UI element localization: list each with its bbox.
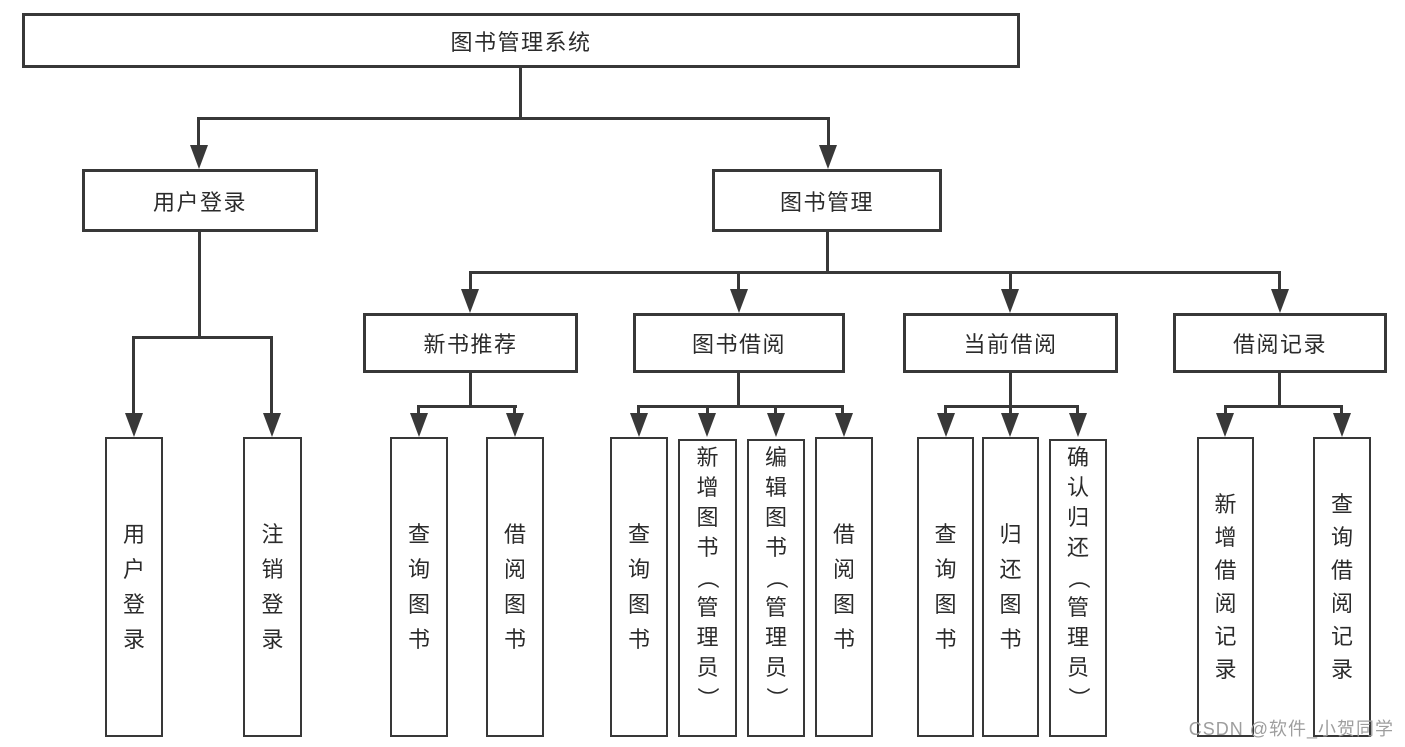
leaf-add-books-admin: 新增图书（管理员） [678, 439, 737, 737]
node-user-login: 用户登录 [82, 169, 318, 232]
connector-line [737, 373, 740, 407]
leaf-user-login: 用户登录 [105, 437, 163, 737]
connector-line [1009, 271, 1012, 291]
arrow-down-icon [767, 413, 785, 437]
connector-line [1009, 405, 1012, 415]
connector-line [774, 405, 777, 415]
connector-line [944, 405, 947, 415]
arrow-down-icon [410, 413, 428, 437]
connector-line [826, 232, 829, 274]
connector-line [198, 232, 201, 339]
arrow-down-icon [125, 413, 143, 437]
node-library-management-system: 图书管理系统 [22, 13, 1020, 68]
node-book-borrowing: 图书借阅 [633, 313, 845, 373]
leaf-recommend-query-books: 查询图书 [390, 437, 448, 737]
connector-line [197, 117, 830, 120]
arrow-down-icon [835, 413, 853, 437]
arrow-down-icon [190, 145, 208, 169]
arrow-down-icon [819, 145, 837, 169]
arrow-down-icon [698, 413, 716, 437]
connector-line [513, 405, 516, 415]
arrow-down-icon [506, 413, 524, 437]
csdn-watermark: CSDN @软件_小贺同学 [1188, 719, 1394, 739]
connector-line [132, 336, 273, 339]
connector-line [1076, 405, 1079, 415]
connector-line [270, 336, 273, 415]
arrow-down-icon [937, 413, 955, 437]
leaf-query-borrow-record: 查询借阅记录 [1313, 437, 1371, 737]
leaf-logout: 注销登录 [243, 437, 302, 737]
leaf-recommend-borrow-books: 借阅图书 [486, 437, 544, 737]
connector-line [1224, 405, 1227, 415]
connector-line [519, 68, 522, 120]
arrow-down-icon [263, 413, 281, 437]
arrow-down-icon [630, 413, 648, 437]
connector-line [637, 405, 844, 408]
connector-line [1278, 271, 1281, 291]
leaf-borrowing-query-books: 查询图书 [610, 437, 668, 737]
connector-line [827, 117, 830, 147]
connector-line [132, 336, 135, 415]
connector-line [417, 405, 517, 408]
connector-line [1278, 373, 1281, 407]
connector-line [1224, 405, 1343, 408]
arrow-down-icon [461, 289, 479, 313]
arrow-down-icon [1216, 413, 1234, 437]
arrow-down-icon [1271, 289, 1289, 313]
connector-line [1340, 405, 1343, 415]
connector-line [469, 373, 472, 407]
arrow-down-icon [1069, 413, 1087, 437]
arrow-down-icon [1333, 413, 1351, 437]
connector-line [637, 405, 640, 415]
connector-line [706, 405, 709, 415]
node-borrowing-records: 借阅记录 [1173, 313, 1387, 373]
node-new-book-recommendation: 新书推荐 [363, 313, 578, 373]
leaf-confirm-return-admin: 确认归还（管理员） [1049, 439, 1107, 737]
node-book-management: 图书管理 [712, 169, 942, 232]
arrow-down-icon [1001, 289, 1019, 313]
connector-line [469, 271, 1281, 274]
connector-line [197, 117, 200, 147]
leaf-edit-books-admin: 编辑图书（管理员） [747, 439, 805, 737]
connector-line [737, 271, 740, 291]
arrow-down-icon [1001, 413, 1019, 437]
connector-line [469, 271, 472, 291]
connector-line [417, 405, 420, 415]
connector-line [841, 405, 844, 415]
connector-line [1009, 373, 1012, 407]
arrow-down-icon [730, 289, 748, 313]
node-current-borrowing: 当前借阅 [903, 313, 1118, 373]
leaf-current-query-books: 查询图书 [917, 437, 974, 737]
leaf-return-books: 归还图书 [982, 437, 1039, 737]
leaf-borrow-books: 借阅图书 [815, 437, 873, 737]
leaf-add-borrow-record: 新增借阅记录 [1197, 437, 1254, 737]
